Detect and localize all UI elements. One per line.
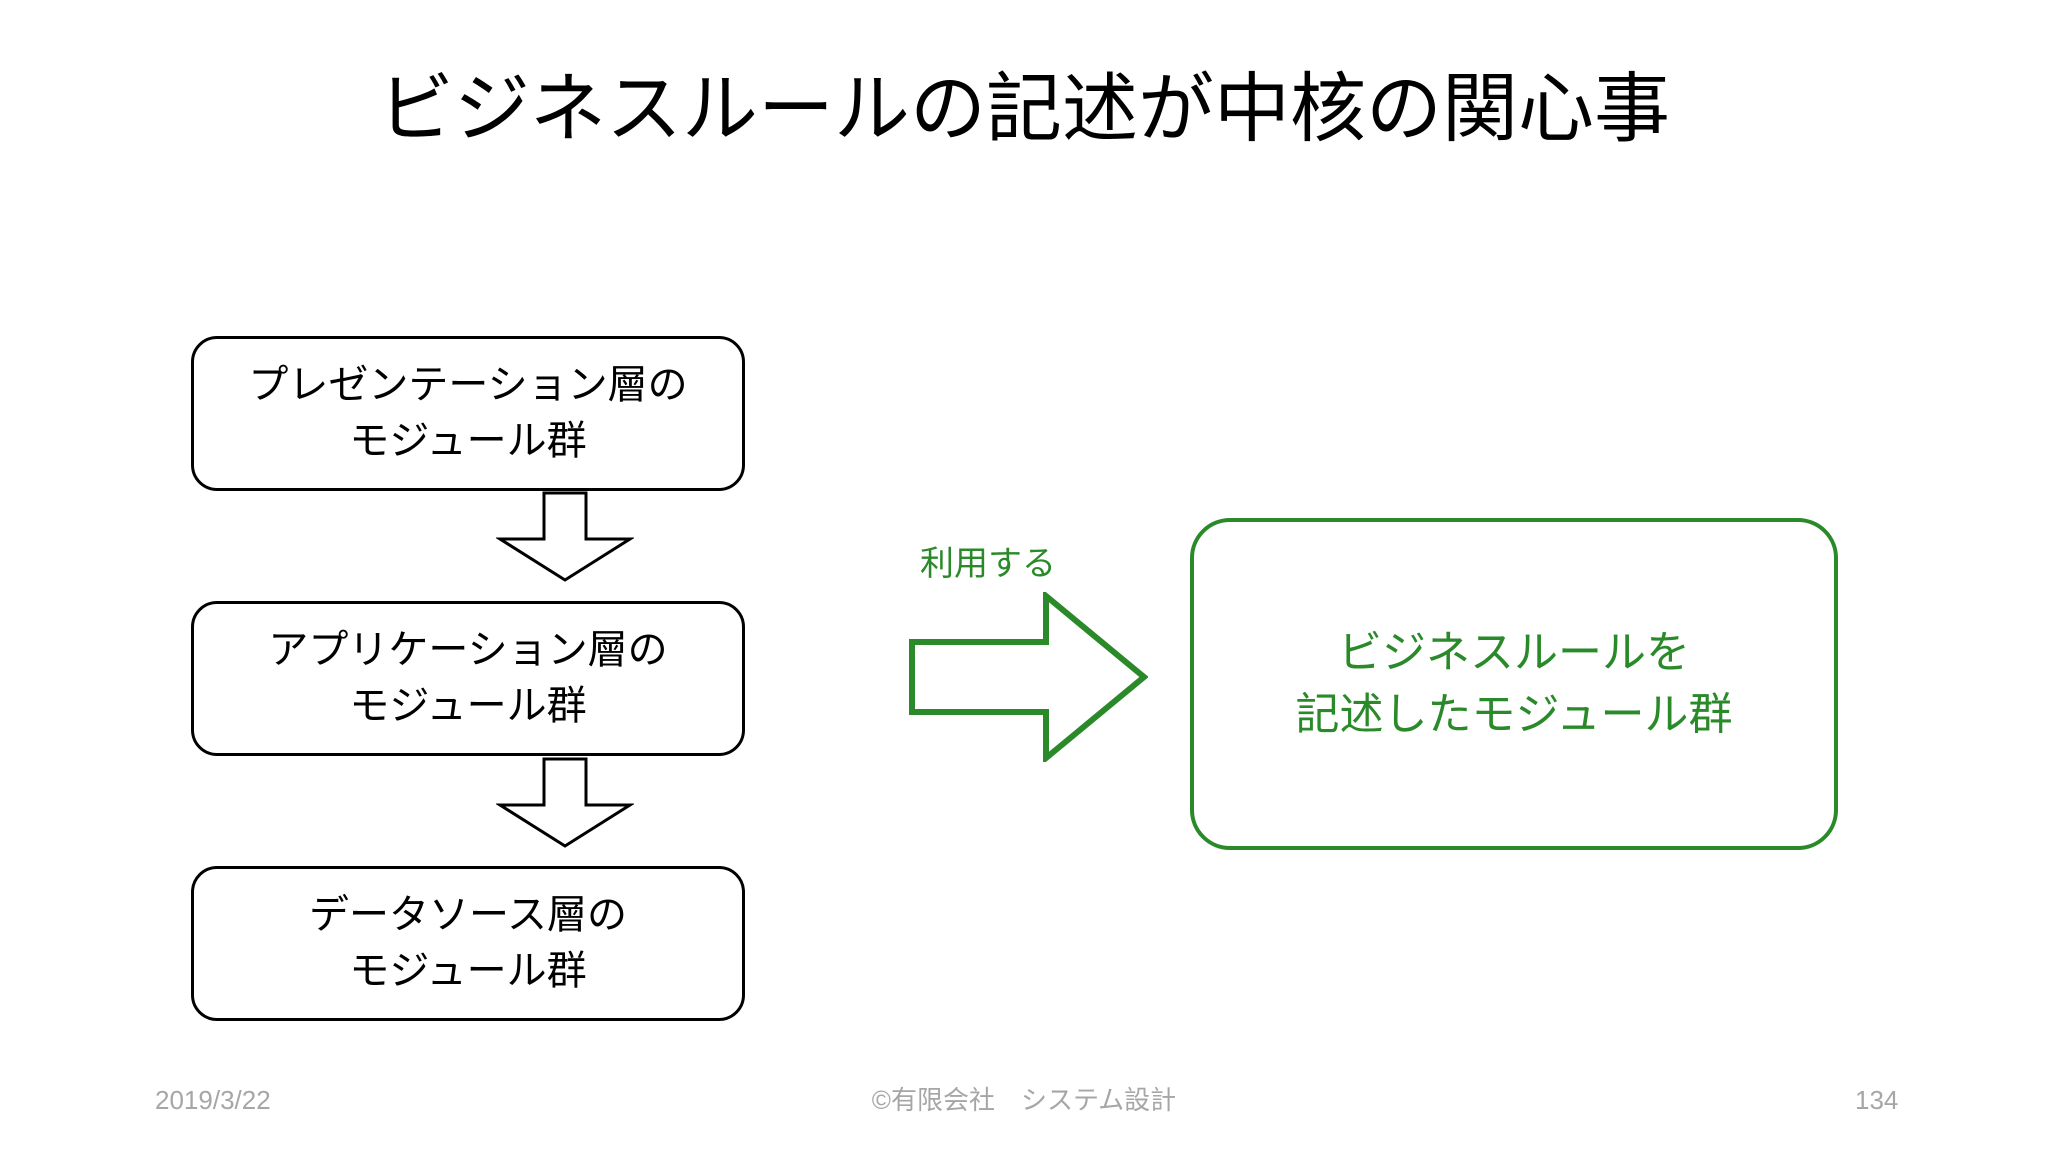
use-arrow-right-shape: [909, 592, 1148, 762]
flow-arrow-down-shape: [496, 491, 634, 582]
layer-box-application: アプリケーション層の モジュール群: [191, 601, 745, 756]
layer-box-datasource-line1: データソース層の: [309, 893, 627, 938]
layer-box-presentation: プレゼンテーション層の モジュール群: [191, 336, 745, 491]
flow-arrow-down-icon: [496, 491, 634, 583]
business-rules-box: ビジネスルールを 記述したモジュール群: [1190, 518, 1838, 850]
business-rules-box-line1: ビジネスルールを: [1338, 628, 1690, 678]
layer-box-application-line2: モジュール群: [349, 683, 587, 728]
page-title: ビジネスルールの記述が中核の関心事: [378, 67, 1670, 152]
use-arrow-right-icon: [908, 592, 1148, 762]
layer-box-presentation-line2: モジュール群: [349, 418, 587, 463]
layer-box-presentation-line1: プレゼンテーション層の: [248, 363, 688, 408]
layer-box-datasource: データソース層の モジュール群: [191, 866, 745, 1021]
footer-copyright: ©有限会社 システム設計: [871, 1085, 1177, 1115]
business-rules-box-line2: 記述したモジュール群: [1295, 690, 1733, 739]
use-arrow-label: 利用する: [920, 545, 1056, 583]
layer-box-application-line1: アプリケーション層の: [268, 628, 668, 673]
footer-page-number: 134: [1855, 1085, 1899, 1115]
footer-date: 2019/3/22: [155, 1085, 271, 1115]
layer-box-datasource-line2: モジュール群: [349, 948, 587, 993]
flow-arrow-down-shape: [496, 757, 634, 848]
flow-arrow-down-icon: [496, 757, 634, 849]
